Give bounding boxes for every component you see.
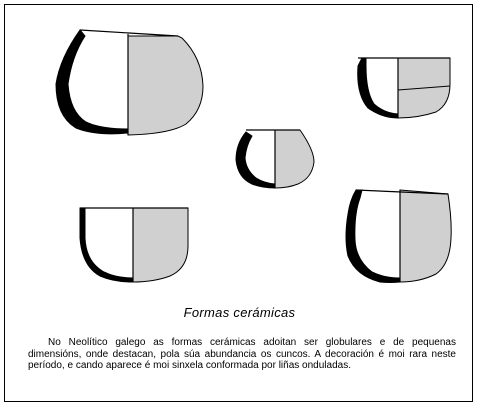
vessel-small-carinated-carination: [397, 85, 451, 91]
vessel-tiny-globular-outline: [246, 129, 300, 188]
vessel-deep-bowl-outline: [355, 189, 449, 282]
vessel-deep-bowl: [345, 189, 452, 283]
figure-frame: [4, 4, 473, 402]
vessel-tiny-globular-profile: [235, 131, 276, 189]
vessel-large-globular: [55, 29, 204, 136]
vessel-large-globular-profile: [55, 29, 129, 135]
vessel-deep-bowl-profile: [345, 189, 401, 283]
vessel-open-bowl-outline: [80, 207, 188, 282]
vessel-open-bowl-section: [132, 207, 189, 283]
vessel-deep-bowl-section: [399, 189, 452, 283]
vessel-small-carinated-outline: [358, 57, 450, 118]
vessel-open-bowl: [79, 207, 189, 283]
vessel-tiny-globular: [235, 129, 315, 189]
vessel-small-carinated: [357, 57, 451, 119]
vessel-large-globular-outline: [79, 29, 179, 135]
vessel-tiny-globular-section: [274, 129, 315, 189]
vessel-large-globular-section: [127, 35, 204, 136]
vessel-small-carinated-profile: [357, 57, 399, 119]
figure-title: Formas cerámicas: [183, 305, 296, 320]
ceramic-vessels-illustration: [55, 29, 452, 283]
vessel-open-bowl-profile: [79, 207, 134, 283]
figure-description: No Neolítico galego as formas cerámicas …: [28, 337, 456, 372]
